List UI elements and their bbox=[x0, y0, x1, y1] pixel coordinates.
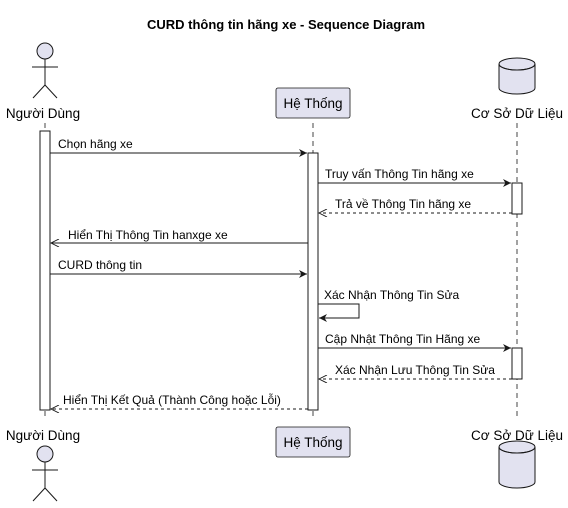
actor-user-top bbox=[32, 42, 58, 99]
message-label: Trả về Thông Tin hãng xe bbox=[335, 197, 471, 211]
activation-user bbox=[39, 130, 51, 411]
participant-label-db-bottom: Cơ Sở Dữ Liệu bbox=[471, 428, 563, 443]
message-label: Hiển Thị Thông Tin hanxge xe bbox=[68, 228, 228, 242]
participant-system-bottom: Hệ Thống bbox=[275, 426, 351, 458]
participant-label-user-bottom: Người Dùng bbox=[6, 428, 80, 443]
database-db-bottom bbox=[498, 440, 536, 489]
participant-label-system-top: Hệ Thống bbox=[283, 96, 342, 111]
message-1: Chọn hãng xe bbox=[50, 137, 307, 157]
message-5: CURD thông tin bbox=[50, 258, 307, 278]
activation-db-1 bbox=[511, 182, 523, 215]
actor-icon bbox=[36, 445, 54, 463]
participant-label-system-bottom: Hệ Thống bbox=[283, 435, 342, 450]
message-6-self: Xác Nhận Thông Tin Sửa bbox=[318, 288, 460, 322]
message-7: Cập Nhật Thông Tin Hãng xe bbox=[318, 332, 511, 352]
database-icon bbox=[498, 447, 536, 489]
database-db-top bbox=[498, 57, 536, 95]
message-label: Truy vấn Thông Tin hãng xe bbox=[325, 167, 474, 181]
message-label: Cập Nhật Thông Tin Hãng xe bbox=[325, 332, 481, 346]
diagram-title: CURD thông tin hãng xe - Sequence Diagra… bbox=[147, 17, 425, 32]
message-label: Xác Nhận Thông Tin Sửa bbox=[324, 288, 460, 302]
message-label: Chọn hãng xe bbox=[58, 137, 133, 151]
message-9: Hiển Thị Kết Quả (Thành Công hoặc Lỗi) bbox=[51, 392, 308, 409]
activation-db-2 bbox=[511, 347, 523, 380]
actor-icon bbox=[36, 42, 54, 60]
actor-user-bottom bbox=[32, 445, 58, 502]
activation-system bbox=[307, 152, 319, 411]
message-8: Xác Nhận Lưu Thông Tin Sửa bbox=[319, 363, 512, 379]
message-label: Hiển Thị Kết Quả (Thành Công hoặc Lỗi) bbox=[63, 392, 281, 407]
participant-system-top: Hệ Thống bbox=[275, 87, 351, 119]
message-label: Xác Nhận Lưu Thông Tin Sửa bbox=[335, 363, 495, 377]
participant-label-user-top: Người Dùng bbox=[6, 106, 80, 121]
participant-label-db-top: Cơ Sở Dữ Liệu bbox=[471, 106, 563, 121]
message-2: Truy vấn Thông Tin hãng xe bbox=[318, 167, 511, 187]
message-3: Trả về Thông Tin hãng xe bbox=[319, 197, 512, 213]
database-icon bbox=[498, 64, 536, 95]
message-4: Hiển Thị Thông Tin hanxge xe bbox=[51, 228, 308, 243]
message-label: CURD thông tin bbox=[58, 258, 142, 272]
